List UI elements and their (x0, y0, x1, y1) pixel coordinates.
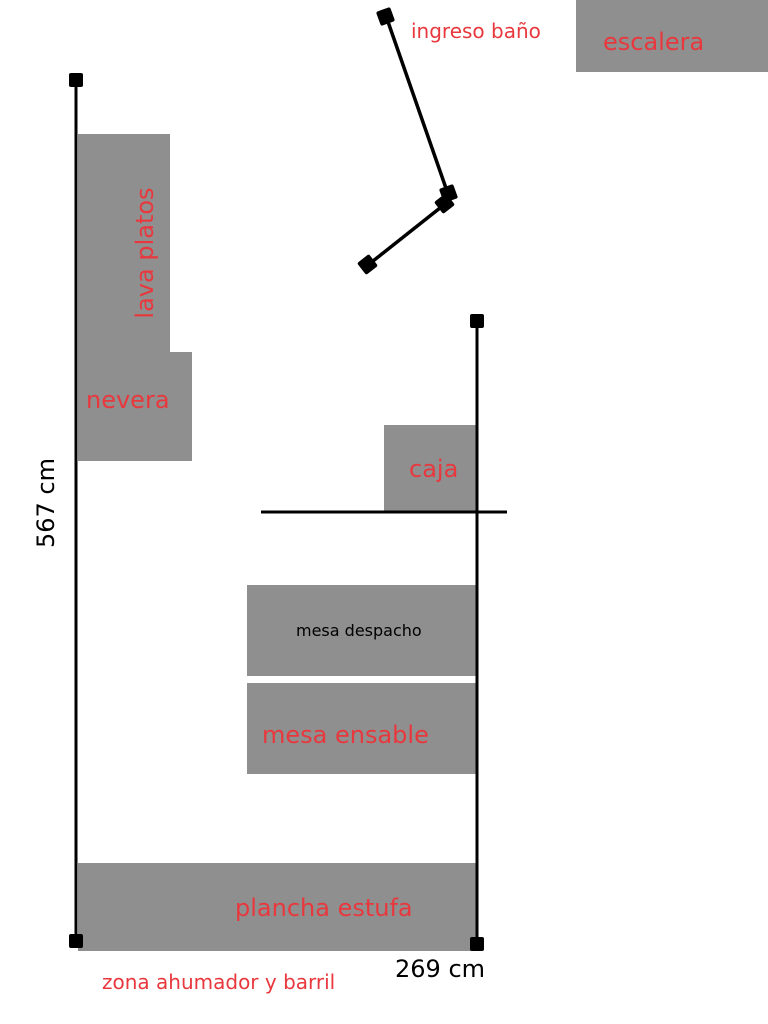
label-zona-ahumador: zona ahumador y barril (102, 970, 335, 994)
escalera-block (576, 0, 768, 72)
label-caja: caja (409, 455, 458, 483)
label-nevera: nevera (86, 386, 170, 414)
right-wall-top-node (470, 314, 484, 328)
label-mesa-ensable: mesa ensable (262, 721, 429, 749)
door-node-hinge-b (434, 193, 455, 214)
left-wall-bottom-node (69, 934, 83, 948)
mesa-ensable-block (247, 683, 476, 774)
dimension-width-label: 269 cm (395, 955, 485, 983)
label-mesa-despacho: mesa despacho (296, 621, 422, 640)
label-ingreso-bano: ingreso baño (411, 19, 541, 43)
label-plancha-estufa: plancha estufa (235, 894, 413, 922)
bathroom-door-line-upper (384, 15, 450, 195)
plancha-estufa-block (78, 863, 476, 951)
left-wall-top-node (69, 73, 83, 87)
right-wall-bottom-node (470, 937, 484, 951)
label-escalera: escalera (603, 28, 704, 56)
caja-block (384, 425, 476, 511)
door-node-top (376, 7, 395, 26)
lava-platos-block (78, 134, 170, 354)
mesa-despacho-block (247, 585, 476, 676)
dimension-length-label: 567 cm (32, 458, 60, 548)
door-node-end (357, 254, 378, 275)
bathroom-door-line-lower (366, 202, 447, 267)
label-lava-platos: lava platos (131, 187, 159, 318)
nevera-block (78, 352, 192, 461)
